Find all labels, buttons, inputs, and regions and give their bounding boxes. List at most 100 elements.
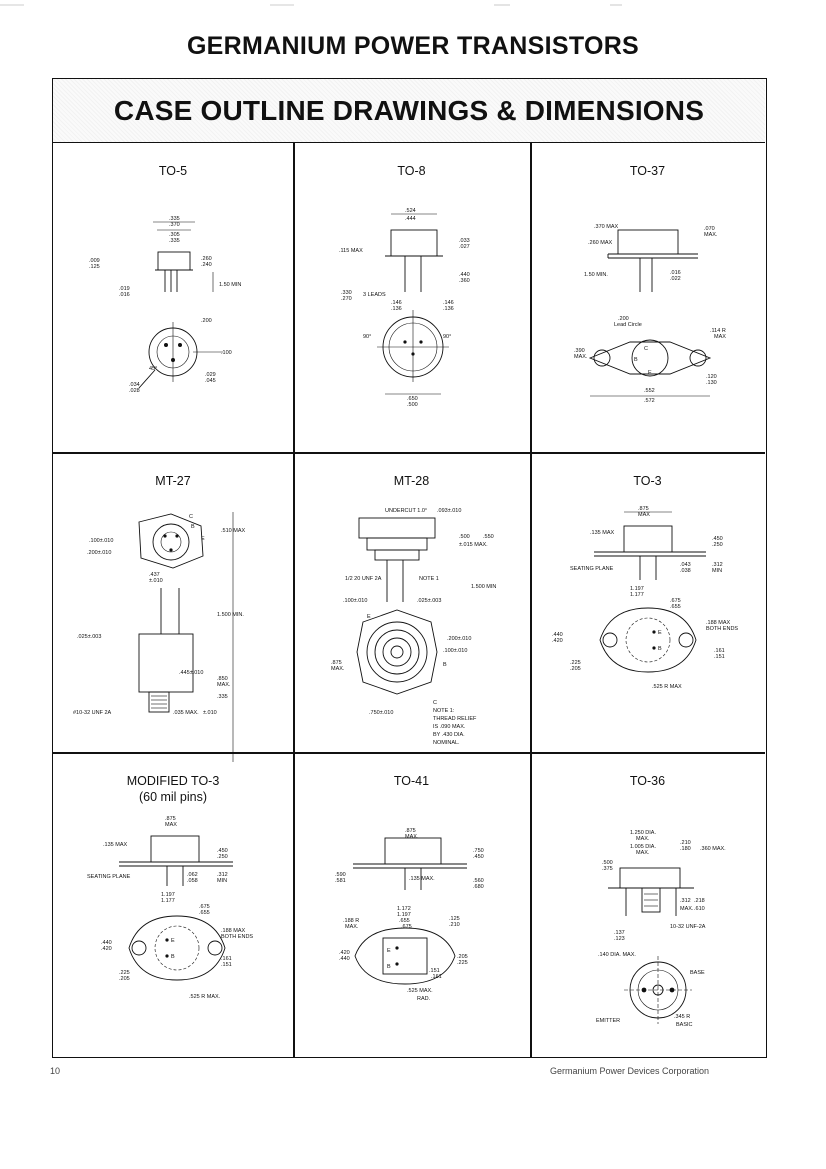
svg-text:.550: .550 bbox=[483, 534, 494, 540]
svg-text:.750: .750 bbox=[473, 848, 484, 854]
svg-text:.161: .161 bbox=[431, 974, 442, 980]
svg-text:.675: .675 bbox=[401, 924, 412, 930]
svg-text:.590: .590 bbox=[335, 872, 346, 878]
svg-text:MAX.: MAX. bbox=[345, 924, 359, 930]
svg-text:BOTH ENDS: BOTH ENDS bbox=[221, 934, 253, 940]
svg-text:BOTH ENDS: BOTH ENDS bbox=[706, 626, 738, 632]
svg-text:B: B bbox=[387, 964, 391, 970]
svg-text:NOTE 1:: NOTE 1: bbox=[433, 708, 455, 714]
svg-text:.146: .146 bbox=[443, 300, 454, 306]
svg-text:.250: .250 bbox=[217, 854, 228, 860]
svg-text:MAX: MAX bbox=[714, 334, 726, 340]
footer-company: Germanium Power Devices Corporation bbox=[550, 1066, 710, 1076]
svg-text:1.50 MIN.: 1.50 MIN. bbox=[584, 272, 608, 278]
svg-text:.135 MAX: .135 MAX bbox=[590, 530, 614, 536]
case-label: MODIFIED TO-3 bbox=[126, 774, 220, 788]
svg-text:MAX: MAX bbox=[165, 822, 177, 828]
svg-text:.450: .450 bbox=[712, 536, 723, 542]
svg-text:.335: .335 bbox=[169, 238, 180, 244]
svg-text:.200±.010: .200±.010 bbox=[447, 636, 471, 642]
svg-text:NOMINAL.: NOMINAL. bbox=[433, 740, 460, 746]
svg-text:.070: .070 bbox=[704, 226, 715, 232]
banner-title: CASE OUTLINE DRAWINGS & DIMENSIONS bbox=[113, 94, 705, 126]
svg-text:.552: .552 bbox=[644, 388, 655, 394]
svg-text:.025±.003: .025±.003 bbox=[77, 634, 101, 640]
svg-text:BY .430 DIA.: BY .430 DIA. bbox=[433, 732, 465, 738]
svg-text:.250: .250 bbox=[712, 542, 723, 548]
svg-text:.500: .500 bbox=[407, 402, 418, 408]
svg-text:.188 MAX: .188 MAX bbox=[706, 620, 730, 626]
case-label: TO-41 bbox=[393, 774, 430, 788]
svg-text:±.015 MAX.: ±.015 MAX. bbox=[459, 542, 488, 548]
svg-text:1.250 DIA.: 1.250 DIA. bbox=[630, 830, 656, 836]
svg-text:.240: .240 bbox=[201, 262, 212, 268]
svg-text:.205: .205 bbox=[119, 976, 130, 982]
case-label: MT-27 bbox=[155, 474, 191, 488]
svg-text:MAX: MAX bbox=[638, 512, 650, 518]
svg-text:E: E bbox=[171, 938, 175, 944]
to36-drawing: 1.250 DIA.MAX. 1.005 DIA.MAX. .210.180 .… bbox=[596, 830, 726, 1028]
svg-text:.093±.010: .093±.010 bbox=[437, 508, 461, 514]
svg-text:.125: .125 bbox=[449, 916, 460, 922]
svg-text:.200: .200 bbox=[201, 318, 212, 324]
svg-text:C: C bbox=[644, 346, 648, 352]
svg-text:.140 DIA. MAX.: .140 DIA. MAX. bbox=[598, 952, 636, 958]
svg-text:3 LEADS: 3 LEADS bbox=[363, 292, 386, 298]
svg-text:.136: .136 bbox=[391, 306, 402, 312]
svg-text:.450: .450 bbox=[473, 854, 484, 860]
svg-text:.420: .420 bbox=[552, 638, 563, 644]
svg-text:.875: .875 bbox=[165, 816, 176, 822]
svg-text:.034: .034 bbox=[129, 382, 140, 388]
svg-text:.225: .225 bbox=[570, 660, 581, 666]
svg-text:.137: .137 bbox=[614, 930, 625, 936]
svg-text:.390: .390 bbox=[574, 348, 585, 354]
svg-text:.146: .146 bbox=[391, 300, 402, 306]
svg-text:.655: .655 bbox=[670, 604, 681, 610]
svg-text:RAD.: RAD. bbox=[417, 996, 431, 1002]
case-sublabel: (60 mil pins) bbox=[138, 790, 208, 804]
svg-text:1.500 MIN: 1.500 MIN bbox=[471, 584, 496, 590]
svg-text:BASE: BASE bbox=[690, 970, 705, 976]
svg-text:90°: 90° bbox=[363, 334, 371, 340]
svg-text:.500: .500 bbox=[459, 534, 470, 540]
svg-text:.875: .875 bbox=[638, 506, 649, 512]
page-title: GERMANIUM POWER TRANSISTORS bbox=[186, 32, 640, 60]
svg-text:.114 R: .114 R bbox=[710, 328, 726, 334]
svg-text:.875: .875 bbox=[331, 660, 342, 666]
svg-text:.444: .444 bbox=[405, 216, 416, 222]
svg-text:1.005 DIA.: 1.005 DIA. bbox=[630, 844, 656, 850]
cell-to5: TO-5 .335.370 .305.335 .260.240 .009.125… bbox=[53, 142, 293, 452]
svg-text:.375: .375 bbox=[602, 866, 613, 872]
svg-text:.188 MAX: .188 MAX bbox=[221, 928, 245, 934]
svg-text:.115 MAX: .115 MAX bbox=[339, 248, 363, 254]
svg-text:.058: .058 bbox=[187, 878, 198, 884]
svg-text:.180: .180 bbox=[680, 846, 691, 852]
svg-text:.524: .524 bbox=[405, 208, 416, 214]
svg-text:E: E bbox=[658, 630, 662, 636]
svg-text:B: B bbox=[658, 646, 662, 652]
svg-text:1/2 20 UNF 2A: 1/2 20 UNF 2A bbox=[345, 576, 382, 582]
svg-text:.675: .675 bbox=[199, 904, 210, 910]
svg-text:.135 MAX: .135 MAX bbox=[103, 842, 127, 848]
svg-text:MAX.: MAX. bbox=[217, 682, 231, 688]
svg-text:.750±.010: .750±.010 bbox=[369, 710, 393, 716]
svg-text:.205: .205 bbox=[457, 954, 468, 960]
svg-text:.029: .029 bbox=[205, 372, 216, 378]
svg-text:.019: .019 bbox=[119, 286, 130, 292]
cell-to36: TO-36 1.250 DIA.MAX. 1.005 DIA.MAX. .210… bbox=[530, 752, 765, 1057]
svg-text:1.177: 1.177 bbox=[630, 592, 644, 598]
svg-text:.151: .151 bbox=[429, 968, 440, 974]
banner: CASE OUTLINE DRAWINGS & DIMENSIONS bbox=[53, 79, 765, 143]
svg-text:1.177: 1.177 bbox=[161, 898, 175, 904]
to8-drawing: .524.444 .115 MAX .033.027 .440.360 .330… bbox=[339, 208, 470, 408]
drawing-grid: TO-5 .335.370 .305.335 .260.240 .009.125… bbox=[53, 142, 765, 1057]
svg-text:MIN: MIN bbox=[217, 878, 227, 884]
svg-text:C: C bbox=[433, 700, 437, 706]
case-label: TO-3 bbox=[633, 474, 662, 488]
svg-text:.016: .016 bbox=[670, 270, 681, 276]
